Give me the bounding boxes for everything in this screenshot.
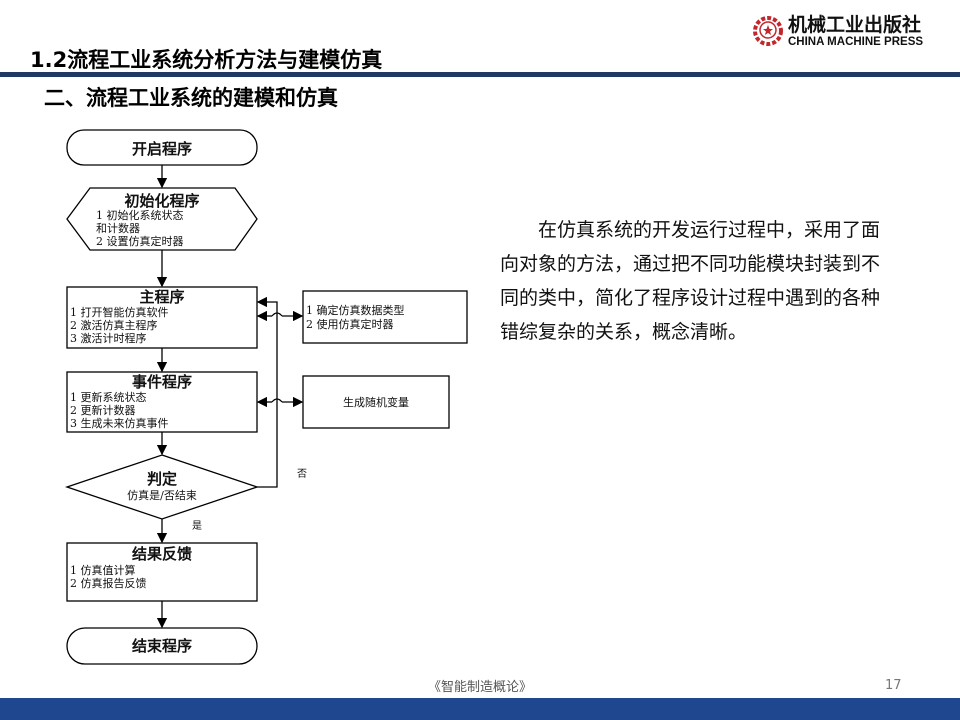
result-title: 结果反馈	[132, 545, 192, 563]
logo-cn: 机械工业出版社	[788, 14, 922, 36]
side-box-1	[302, 290, 468, 344]
event-line: 3 生成未来仿真事件	[70, 416, 169, 430]
init-line: 2 设置仿真定时器	[96, 234, 184, 248]
result-line: 2 仿真报告反馈	[70, 576, 147, 590]
start-label: 开启程序	[132, 140, 192, 158]
side1-line: 2 使用仿真定时器	[306, 317, 394, 331]
result-line: 1 仿真值计算	[70, 563, 136, 577]
footer-bar	[0, 698, 960, 720]
gear-star-icon	[753, 16, 783, 46]
publisher-logo: 机械工业出版社 CHINA MACHINE PRESS	[752, 14, 923, 48]
init-line: 和计数器	[96, 222, 140, 235]
init-line: 1 初始化系统状态	[96, 208, 184, 222]
decision-title: 判定	[147, 470, 177, 488]
flow-arrows	[156, 165, 304, 629]
description-paragraph: 在仿真系统的开发运行过程中，采用了面向对象的方法，通过把不同功能模块封装到不同的…	[500, 219, 881, 343]
event-title: 事件程序	[132, 373, 192, 391]
init-title: 初始化程序	[124, 192, 199, 210]
init-hexagon	[66, 187, 258, 251]
main-line: 1 打开智能仿真软件	[70, 305, 169, 319]
main-line: 3 激活计时程序	[70, 331, 147, 345]
page-number: 17	[885, 678, 902, 693]
event-line: 1 更新系统状态	[70, 390, 147, 404]
logo-en: CHINA MACHINE PRESS	[788, 36, 924, 48]
main-line: 2 激活仿真主程序	[70, 318, 158, 332]
side2-label: 生成随机变量	[343, 395, 409, 409]
end-label: 结束程序	[132, 637, 192, 655]
yes-label: 是	[192, 520, 202, 532]
footer-book-title: 《智能制造概论》	[427, 680, 532, 695]
section-title: 1.2流程工业系统分析方法与建模仿真	[30, 48, 383, 72]
event-line: 2 更新计数器	[70, 403, 136, 417]
no-label: 否	[297, 468, 307, 480]
main-title: 主程序	[139, 288, 184, 306]
header-divider	[0, 72, 960, 77]
page-title: 二、流程工业系统的建模和仿真	[44, 86, 338, 110]
side1-line: 1 确定仿真数据类型	[306, 303, 405, 317]
decision-text: 仿真是/否结束	[127, 488, 197, 502]
